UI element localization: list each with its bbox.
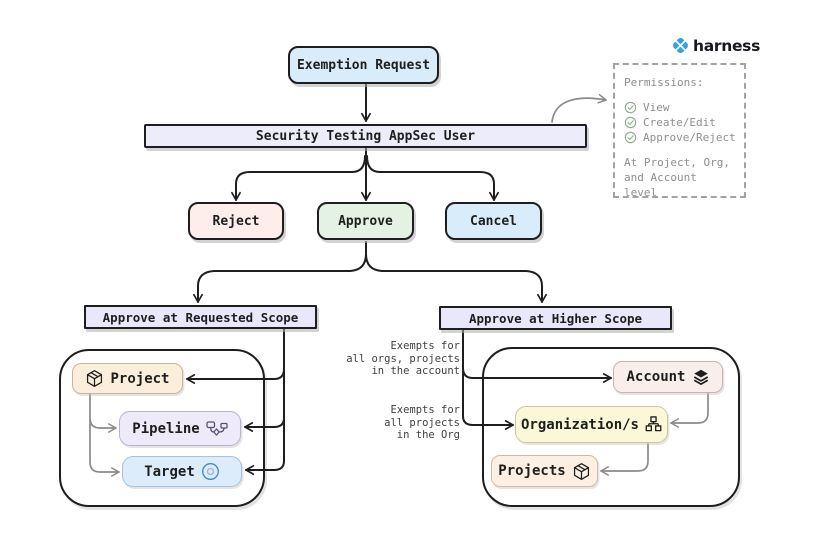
cancel-label: Cancel (470, 213, 517, 229)
arrow-appsec-to-reject (231, 155, 366, 201)
harness-logo: harness (671, 36, 760, 55)
projects-label: Projects (498, 463, 566, 479)
higher-scope-node: Approve at Higher Scope (439, 306, 672, 330)
check-circle-icon (624, 131, 637, 144)
approve-label: Approve (338, 213, 393, 229)
arrow-appsec-to-cancel (366, 155, 499, 201)
project-node: Project (72, 363, 183, 394)
org-scope-note: Exempts for all projects in the Org (300, 404, 460, 442)
note-line: all orgs, projects (346, 352, 460, 365)
org-chart-icon (645, 416, 662, 432)
arrow-approve-to-higher-scope (365, 241, 547, 303)
cancel-node: Cancel (445, 202, 542, 240)
account-node: Account (613, 361, 723, 393)
target-icon (201, 463, 219, 480)
exemption-request-node: Exemption Request (288, 46, 439, 84)
reject-label: Reject (212, 213, 260, 229)
requested-scope-node: Approve at Requested Scope (84, 305, 317, 329)
permissions-panel: Permissions: View Create/Edit Approve/Re… (613, 63, 746, 200)
organizations-label: Organization/s (520, 416, 639, 433)
reject-node: Reject (188, 202, 284, 240)
permission-item: View (624, 100, 736, 115)
permissions-title: Permissions: (624, 76, 704, 89)
arrow-appsec-to-permissions (551, 93, 607, 123)
projects-node: Projects (491, 455, 598, 487)
higher-scope-label: Approve at Higher Scope (468, 310, 643, 326)
harness-logo-icon (673, 38, 688, 53)
permission-item: Approve/Reject (624, 130, 736, 145)
note-line: in the Org (396, 429, 460, 441)
note-line: in the account (371, 365, 460, 377)
appsec-user-node: Security Testing AppSec User (144, 124, 587, 148)
permission-label: View (643, 101, 670, 114)
check-circle-icon (624, 101, 637, 114)
target-node: Target (122, 456, 242, 487)
check-circle-icon (624, 116, 637, 129)
account-label: Account (626, 369, 686, 385)
requested-scope-label: Approve at Requested Scope (102, 309, 299, 325)
note-line: all projects (384, 416, 460, 429)
package-cube-icon (87, 370, 103, 387)
permission-label: Create/Edit (643, 116, 716, 129)
pipeline-label: Pipeline (132, 420, 200, 437)
appsec-user-label: Security Testing AppSec User (255, 128, 476, 144)
approve-node: Approve (317, 202, 414, 240)
permission-label: Approve/Reject (643, 131, 736, 144)
target-label: Target (144, 463, 195, 480)
harness-logo-text: harness (693, 36, 761, 55)
exemption-request-label: Exemption Request (296, 57, 431, 73)
organizations-node: Organization/s (515, 406, 668, 443)
note-line: Exempts for (390, 340, 460, 352)
permissions-scope-note: At Project, Org, and Account level (624, 155, 736, 200)
permission-item: Create/Edit (624, 115, 736, 130)
scope-note-line: and Account level (624, 171, 697, 199)
pipeline-node: Pipeline (119, 411, 241, 446)
project-label: Project (110, 370, 170, 387)
package-cube-icon (573, 462, 589, 480)
layers-icon (693, 369, 708, 385)
note-line: Exempts for (390, 404, 460, 416)
pipeline-workflow-icon (206, 421, 228, 436)
scope-note-line: At Project, Org, (624, 156, 730, 169)
account-scope-note: Exempts for all orgs, projects in the ac… (300, 340, 460, 378)
arrow-approve-to-requested-scope (193, 241, 367, 303)
